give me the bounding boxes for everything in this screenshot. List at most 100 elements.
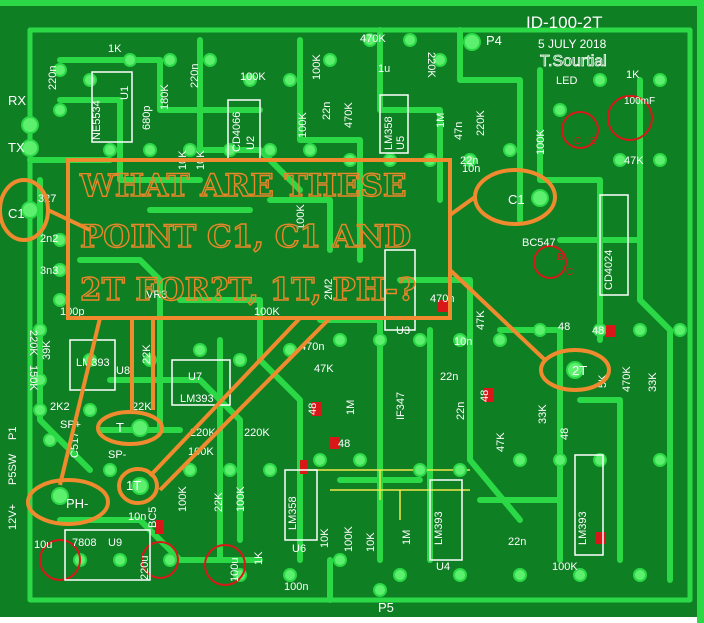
jumper-lines bbox=[300, 469, 470, 520]
svg-text:22n: 22n bbox=[455, 402, 467, 420]
svg-text:C: C bbox=[574, 136, 581, 147]
copper-traces bbox=[27, 27, 693, 603]
svg-text:48: 48 bbox=[338, 438, 350, 450]
question-line-3: 2T FOR?T, 1T, PH-? bbox=[80, 272, 416, 308]
svg-text:180K: 180K bbox=[159, 84, 171, 110]
svg-text:1M: 1M bbox=[401, 530, 413, 545]
svg-text:10u: 10u bbox=[34, 539, 52, 551]
svg-text:1M: 1M bbox=[345, 400, 357, 415]
edge-label-12v: 12V+ bbox=[7, 504, 19, 530]
svg-text:100u: 100u bbox=[229, 558, 241, 582]
ic-u3-label: IF347 bbox=[395, 392, 407, 420]
svg-text:100n: 100n bbox=[284, 581, 308, 593]
ic-u4-ref: U4 bbox=[436, 561, 450, 573]
svg-text:100K: 100K bbox=[254, 306, 280, 318]
svg-text:2K2: 2K2 bbox=[50, 401, 70, 413]
svg-text:22n: 22n bbox=[440, 371, 458, 383]
svg-text:100K: 100K bbox=[552, 561, 578, 573]
svg-text:470K: 470K bbox=[621, 366, 633, 392]
svg-text:150K: 150K bbox=[27, 365, 39, 391]
ic-u9-label: 7808 bbox=[72, 537, 96, 549]
ic-u7-ref: U7 bbox=[188, 371, 202, 383]
ic-u3-ref: U3 bbox=[396, 325, 410, 337]
ic-u6-label: LM358 bbox=[287, 496, 299, 530]
ic-u5-ref: U5 bbox=[395, 136, 407, 150]
edge-label-rx: RX bbox=[8, 93, 26, 108]
svg-text:100K: 100K bbox=[535, 129, 547, 155]
edge-label-p1: P1 bbox=[7, 427, 19, 440]
ic-u2-ref: U2 bbox=[245, 136, 257, 150]
svg-text:220n: 220n bbox=[47, 66, 59, 90]
callout-t-ellipse bbox=[96, 410, 164, 446]
svg-text:100K: 100K bbox=[177, 486, 189, 512]
svg-text:1M: 1M bbox=[435, 113, 447, 128]
svg-text:1K: 1K bbox=[253, 551, 265, 565]
svg-text:1K: 1K bbox=[108, 43, 122, 55]
svg-text:22K: 22K bbox=[132, 401, 152, 413]
svg-text:48: 48 bbox=[479, 390, 491, 402]
svg-text:100K: 100K bbox=[311, 54, 323, 80]
component-labels: 1K 470K 220K 1K 220n 680p 180K 220n 100K… bbox=[27, 33, 659, 593]
red-markers bbox=[155, 300, 616, 544]
edge-label-p5sw: P5SW bbox=[7, 453, 19, 485]
svg-text:33K: 33K bbox=[537, 404, 549, 424]
svg-text:VR3: VR3 bbox=[146, 289, 167, 301]
svg-text:22n: 22n bbox=[460, 155, 478, 167]
svg-text:220K: 220K bbox=[244, 427, 270, 439]
edge-label-100mf: 100mF bbox=[624, 96, 655, 107]
question-line-1: WHAT ARE THESE bbox=[79, 168, 407, 204]
board-title: ID-100-2T bbox=[526, 13, 603, 32]
svg-text:220K: 220K bbox=[425, 52, 437, 78]
ic-u7-label: LM393 bbox=[180, 393, 214, 405]
svg-text:10n: 10n bbox=[462, 163, 480, 175]
svg-text:10K: 10K bbox=[365, 532, 377, 552]
board-date: 5 JULY 2018 bbox=[538, 37, 607, 51]
callout-1t-label: 1T bbox=[126, 478, 141, 493]
callout-c1-right-label: C1 bbox=[508, 192, 525, 207]
svg-text:47K: 47K bbox=[624, 155, 644, 167]
ic-u5-label: LM358 bbox=[383, 116, 395, 150]
ic-lm393-right-label: LM393 bbox=[577, 511, 589, 545]
edge-label-sp-minus: SP- bbox=[108, 449, 127, 461]
ic-u2-label: CD4066 bbox=[231, 112, 243, 152]
question-line-2: POINT C1, C1 AND bbox=[80, 219, 411, 255]
callout-1t-ellipse bbox=[117, 467, 159, 505]
svg-text:10n: 10n bbox=[128, 511, 146, 523]
svg-text:100K: 100K bbox=[343, 526, 355, 552]
svg-text:3n3: 3n3 bbox=[40, 265, 58, 277]
transistor-bc5-label: BC5 bbox=[147, 507, 159, 528]
svg-text:22n: 22n bbox=[321, 102, 333, 120]
callout-2t-label: 2T bbox=[572, 363, 587, 378]
svg-text:220K: 220K bbox=[27, 330, 39, 356]
callout-2t-ellipse bbox=[539, 348, 611, 392]
svg-text:48: 48 bbox=[307, 403, 319, 415]
svg-text:220u: 220u bbox=[139, 556, 151, 580]
svg-text:C: C bbox=[566, 267, 573, 278]
ic-bodies bbox=[64, 71, 629, 581]
ic-u1-ref: U1 bbox=[119, 86, 131, 100]
board-watermark: T.Sourtial bbox=[540, 53, 607, 70]
transistor-bc547-label: BC547 bbox=[522, 237, 556, 249]
svg-text:2M2: 2M2 bbox=[323, 279, 335, 300]
edge-label-p4: P4 bbox=[486, 33, 502, 48]
svg-text:47n: 47n bbox=[453, 122, 465, 140]
svg-text:22K: 22K bbox=[213, 492, 225, 512]
svg-text:39K: 39K bbox=[41, 340, 53, 360]
callout-c1-left-label: C1 bbox=[8, 206, 25, 221]
svg-text:100K: 100K bbox=[295, 204, 307, 230]
ic-cd4024-label: CD4024 bbox=[603, 250, 615, 290]
svg-text:680p: 680p bbox=[141, 106, 153, 130]
svg-text:100K: 100K bbox=[297, 112, 309, 138]
svg-text:470K: 470K bbox=[343, 102, 355, 128]
svg-text:220K: 220K bbox=[190, 427, 216, 439]
ic-u6-ref: U6 bbox=[292, 543, 306, 555]
svg-text:47K: 47K bbox=[475, 310, 487, 330]
callout-ph-label: PH- bbox=[66, 496, 88, 511]
svg-text:2n2: 2n2 bbox=[40, 233, 58, 245]
svg-text:1u: 1u bbox=[378, 63, 390, 75]
svg-text:48: 48 bbox=[558, 321, 570, 333]
capacitor-outlines bbox=[39, 95, 653, 586]
edge-label-led: LED bbox=[556, 75, 577, 87]
ic-u8-label: LM393 bbox=[76, 357, 110, 369]
